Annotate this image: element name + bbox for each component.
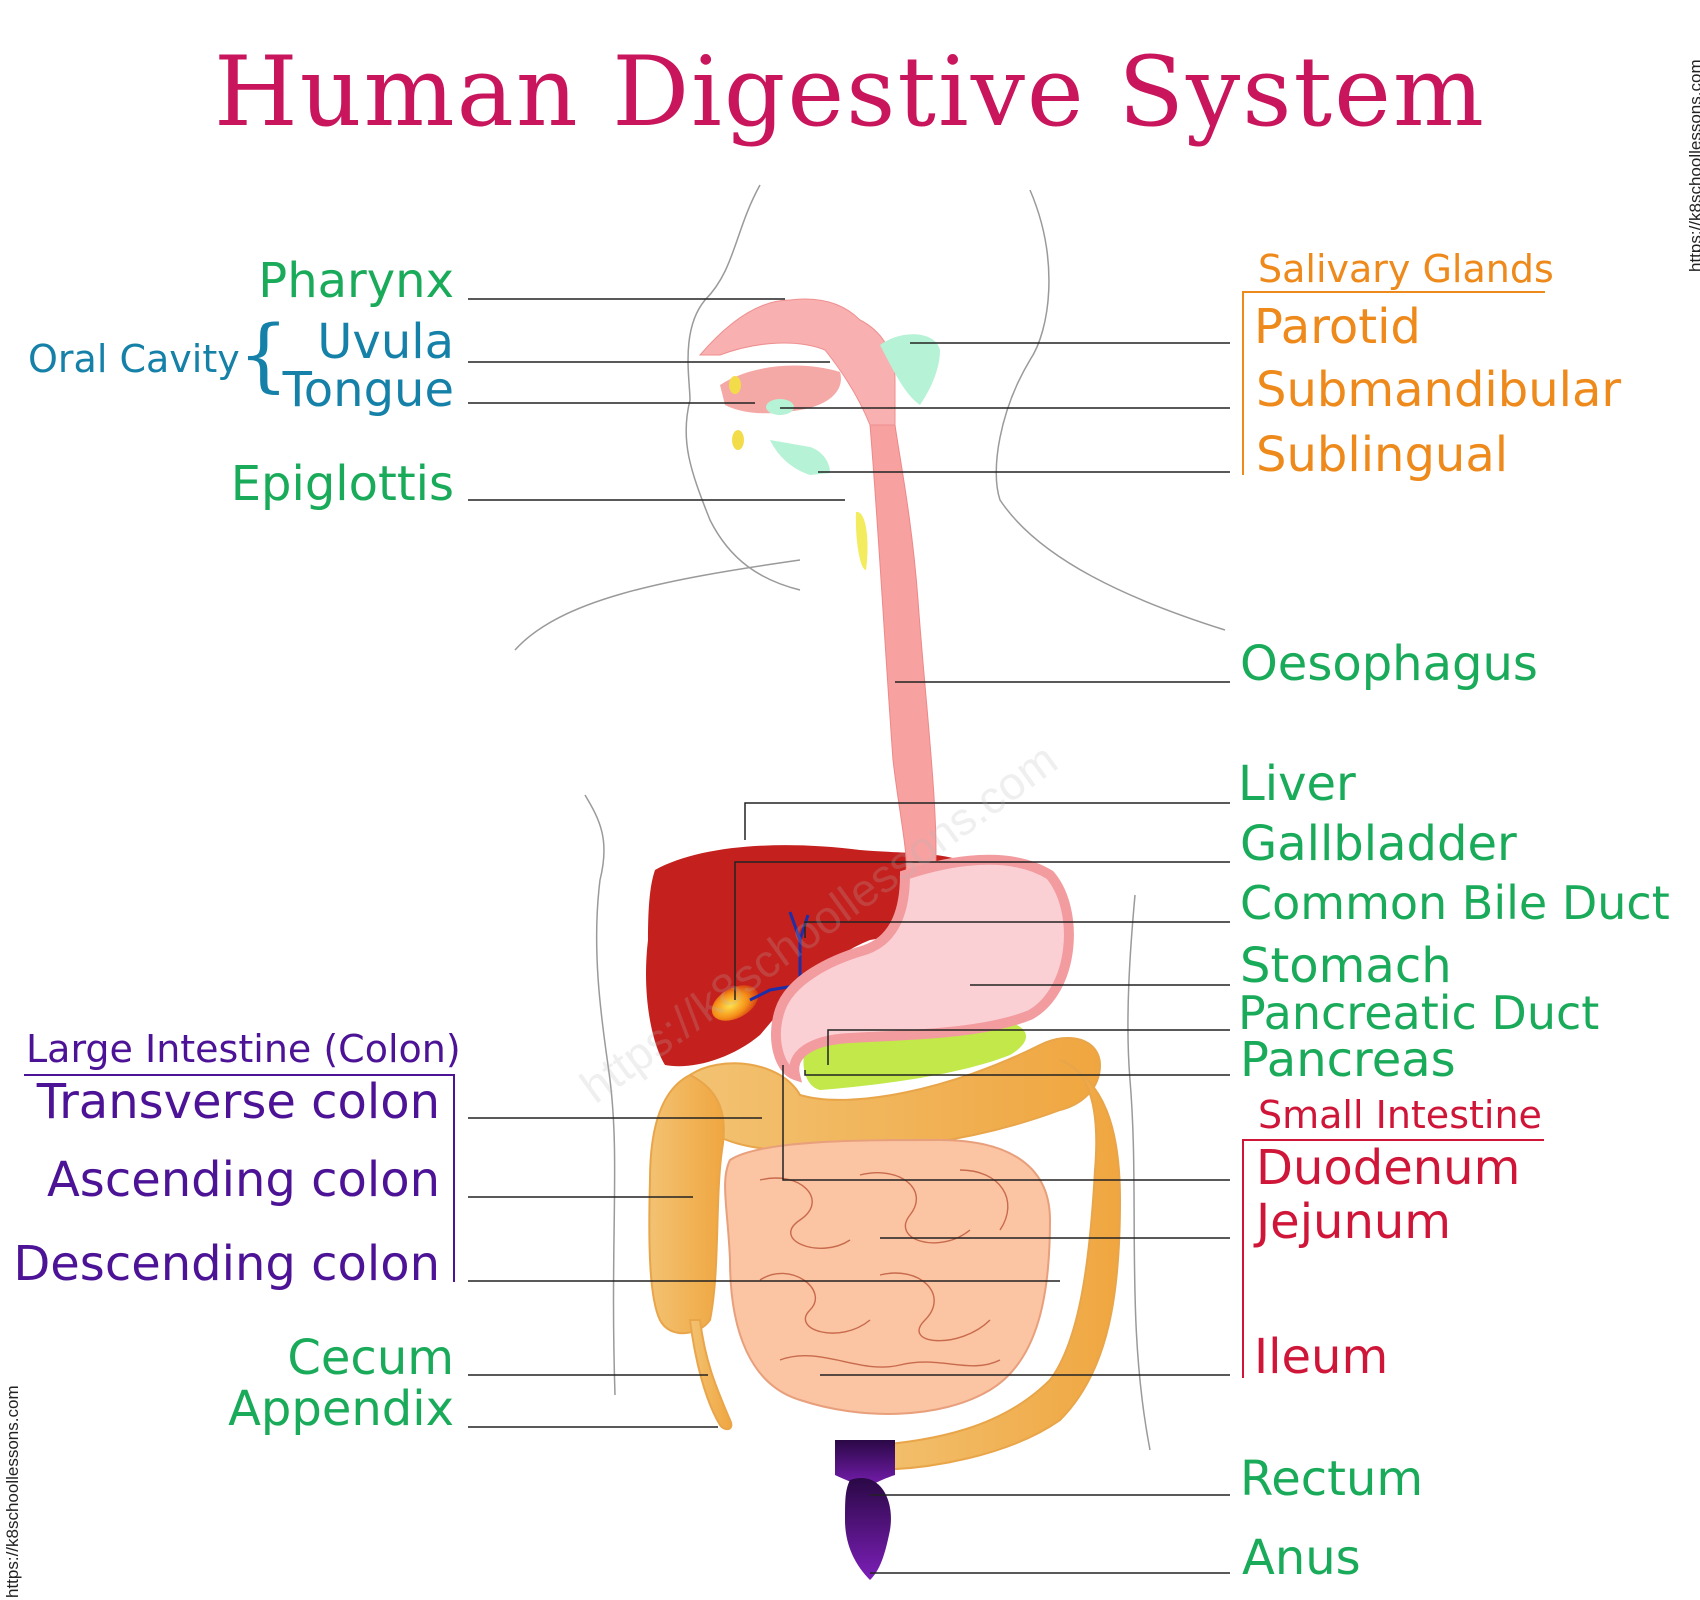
label-epiglottis: Epiglottis <box>230 456 454 512</box>
leader-lines <box>468 298 1230 1574</box>
label-anus: Anus <box>1242 1530 1361 1586</box>
label-parotid: Parotid <box>1254 299 1421 355</box>
label-salivary-glands: Salivary Glands <box>1258 247 1554 291</box>
label-rectum: Rectum <box>1240 1451 1424 1507</box>
stomach <box>771 854 1074 1083</box>
label-uvula: Uvula <box>317 314 454 370</box>
label-oral-cavity: Oral Cavity <box>28 337 240 381</box>
label-liver: Liver <box>1238 756 1356 812</box>
label-pancreas: Pancreas <box>1240 1032 1456 1088</box>
label-common-bile-duct: Common Bile Duct <box>1240 876 1670 930</box>
label-sublingual: Sublingual <box>1256 427 1509 483</box>
label-ileum: Ileum <box>1254 1329 1389 1385</box>
label-duodenum: Duodenum <box>1256 1140 1521 1196</box>
large-intestine <box>648 1036 1122 1472</box>
label-descending-colon: Descending colon <box>13 1236 440 1292</box>
small-intestine <box>724 1138 1052 1415</box>
side-watermark-top-right: https://k8schoollessons.com <box>1686 59 1700 272</box>
label-oesophagus: Oesophagus <box>1240 636 1538 692</box>
oral-cavity-brace: { <box>238 308 289 401</box>
label-stomach: Stomach <box>1240 938 1452 994</box>
label-gallbladder: Gallbladder <box>1240 816 1517 872</box>
label-transverse-colon: Transverse colon <box>36 1074 440 1130</box>
rectum <box>835 1440 895 1490</box>
label-jejunum: Jejunum <box>1256 1194 1452 1250</box>
label-appendix: Appendix <box>228 1381 454 1437</box>
label-cecum: Cecum <box>287 1330 454 1386</box>
body-outline <box>514 184 1226 1451</box>
label-tongue: Tongue <box>282 362 454 418</box>
side-watermark-bottom-left: https://k8schoollessons.com <box>3 1385 22 1598</box>
anus <box>845 1478 891 1580</box>
oral-cavity-structures <box>698 298 940 570</box>
label-submandibular: Submandibular <box>1256 362 1622 418</box>
label-ascending-colon: Ascending colon <box>46 1152 440 1208</box>
page-title: Human Digestive System <box>214 36 1486 148</box>
gallbladder <box>711 985 759 1021</box>
group-brackets <box>24 291 1545 1378</box>
label-pancreatic-duct: Pancreatic Duct <box>1238 986 1600 1040</box>
label-large-intestine: Large Intestine (Colon) <box>26 1027 461 1071</box>
label-small-intestine: Small Intestine <box>1258 1093 1542 1137</box>
label-pharynx: Pharynx <box>258 253 454 309</box>
